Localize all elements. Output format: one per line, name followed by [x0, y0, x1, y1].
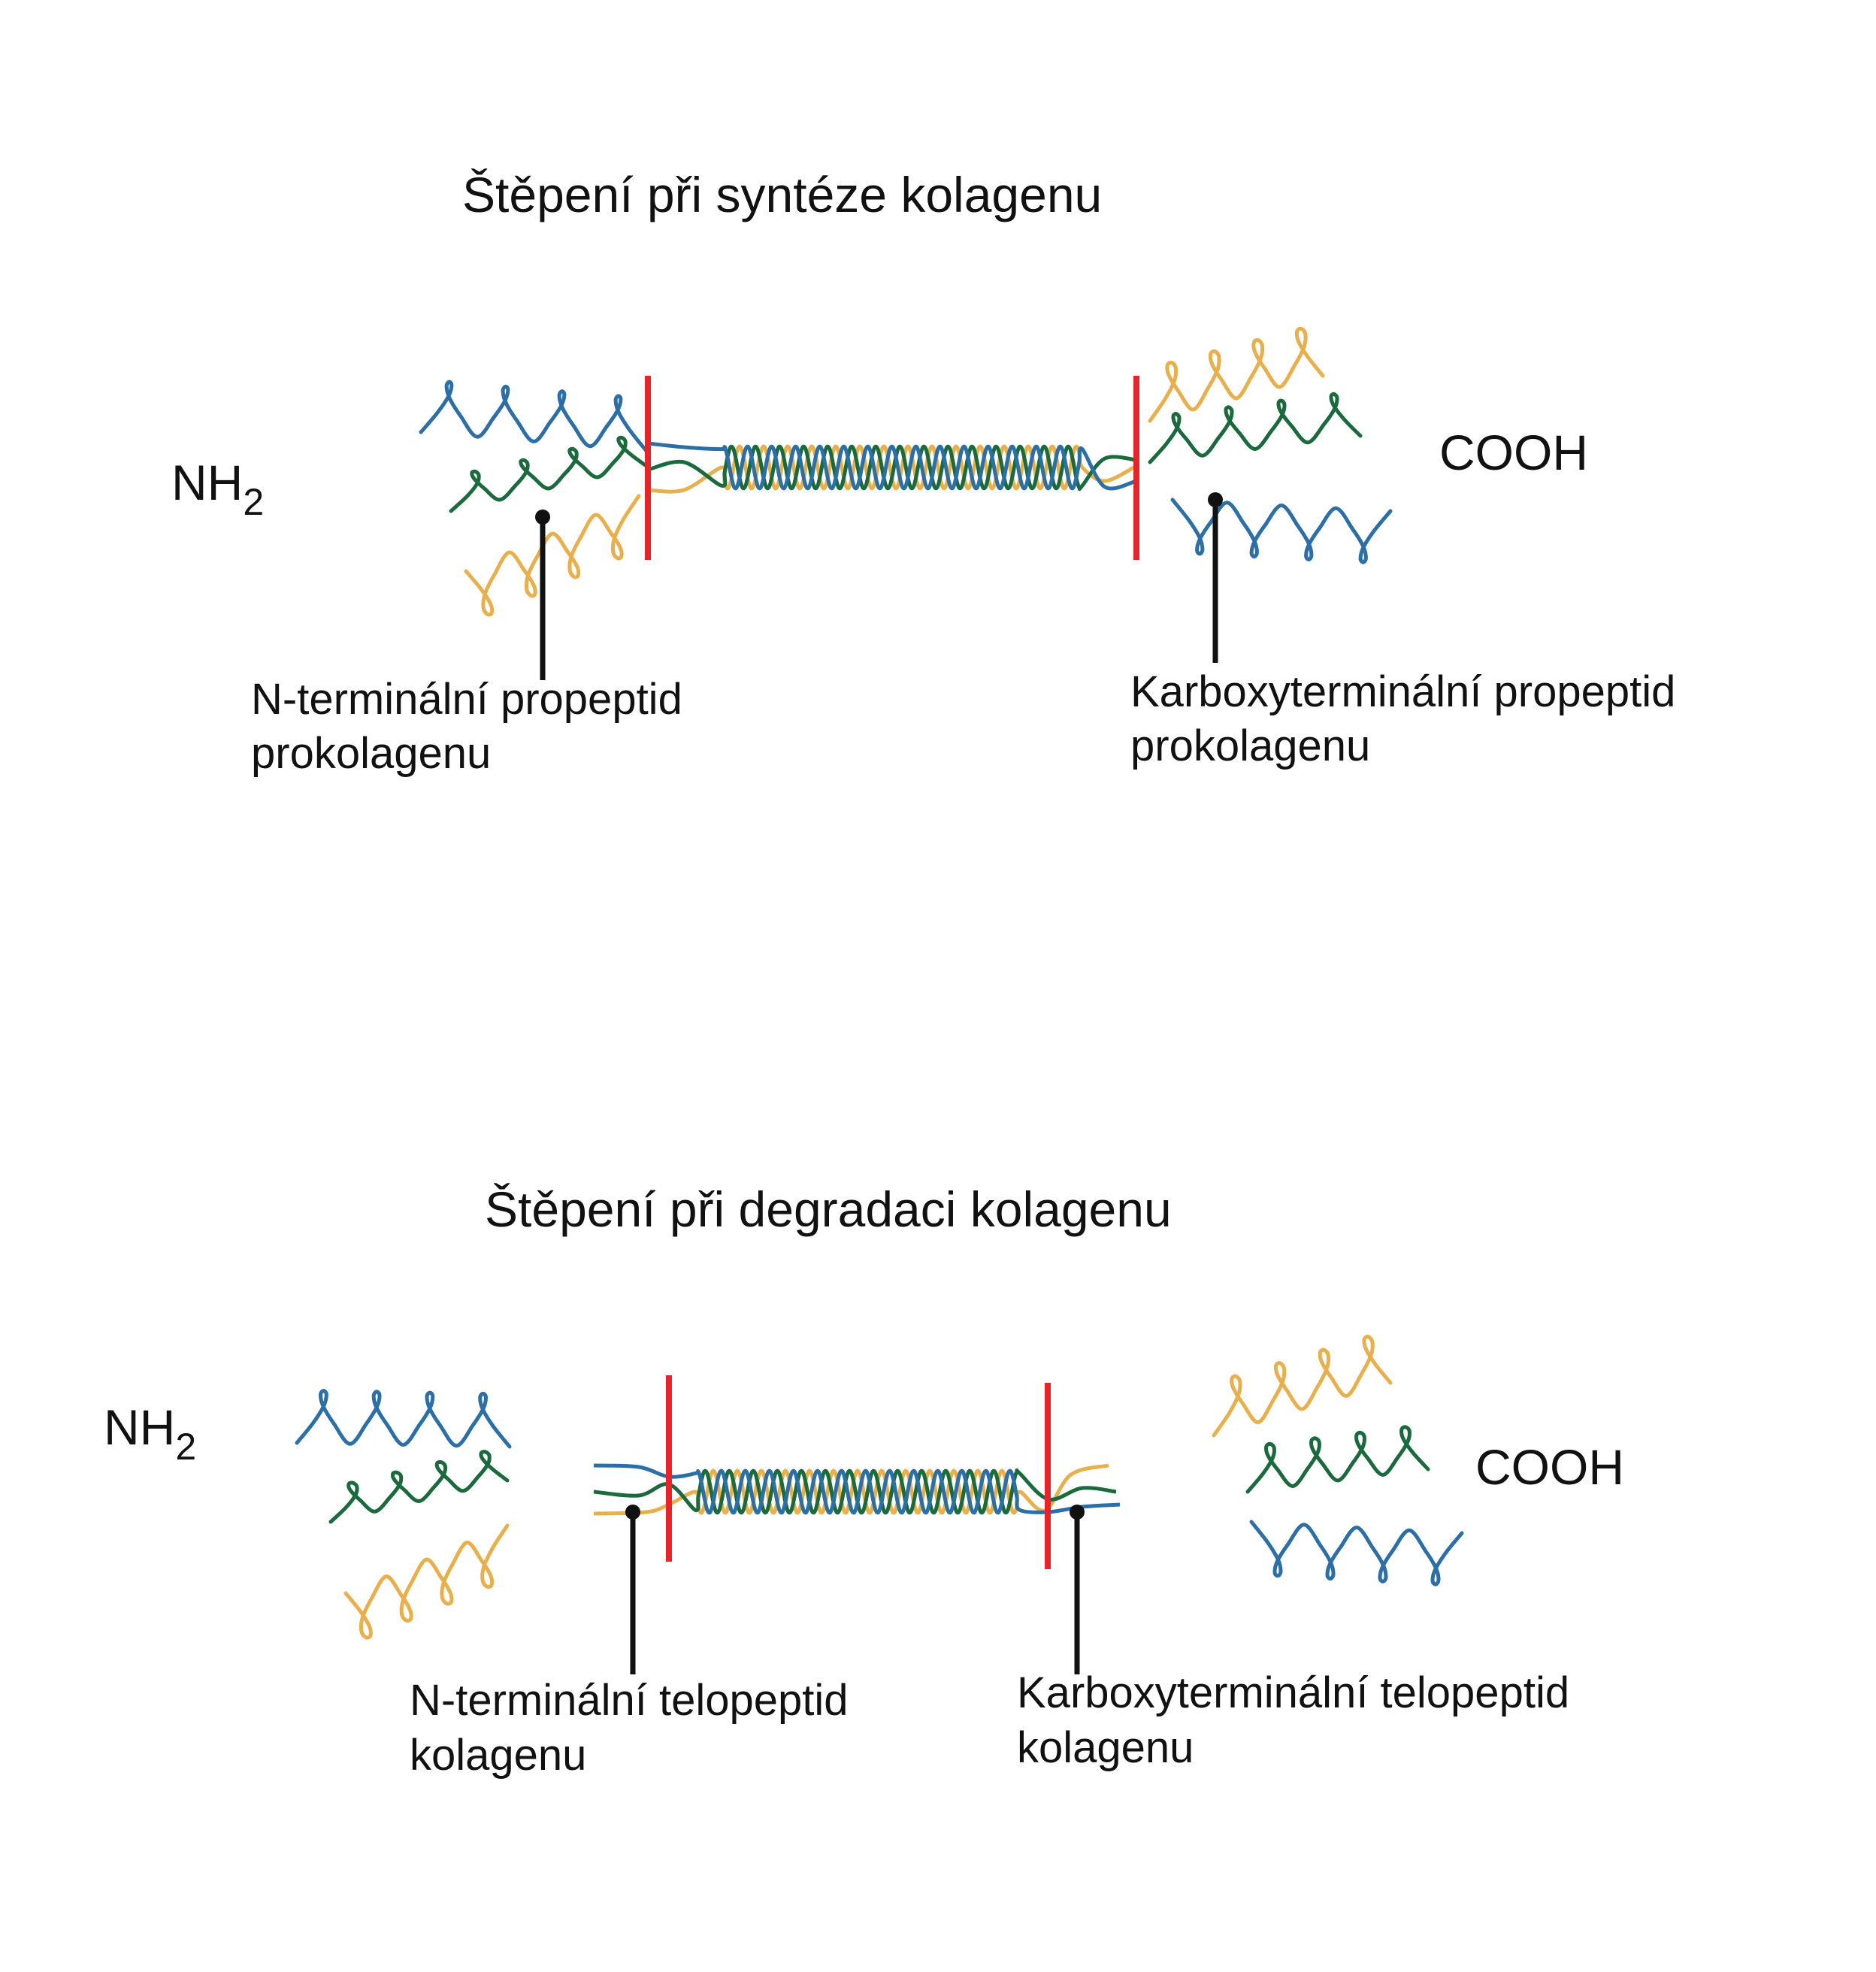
degradation-right-label-line1: Karboxyterminální telopeptid	[1017, 1668, 1569, 1717]
degradation-n-fragment	[295, 1389, 512, 1640]
degradation-right-label-line2: kolagenu	[1017, 1723, 1194, 1772]
degradation-panel: Štěpení při degradaci kolagenu NH2 COOH	[104, 1181, 1624, 1780]
blue-coil-strand	[419, 380, 649, 453]
degradation-triple-helix	[593, 1463, 1121, 1516]
orange-coil-strand	[464, 494, 641, 617]
helix-strand-orange	[593, 1463, 1109, 1516]
degradation-left-pointer	[625, 1505, 640, 1674]
degradation-c-fragment	[1212, 1335, 1464, 1586]
degradation-left-label-line1: N-terminální telopeptid	[410, 1676, 849, 1725]
degradation-cooh-label: COOH	[1475, 1439, 1624, 1495]
synthesis-cooh-label: COOH	[1439, 425, 1588, 480]
synthesis-left-pointer	[535, 510, 550, 680]
synthesis-c-propeptide	[1148, 326, 1393, 564]
orange-coil-strand	[1212, 1335, 1393, 1438]
synthesis-nh2-label: NH2	[171, 455, 264, 523]
orange-coil-strand	[343, 1523, 510, 1640]
synthesis-triple-helix	[647, 441, 1138, 494]
green-coil-strand	[1245, 1425, 1430, 1494]
green-coil-strand	[328, 1450, 510, 1524]
synthesis-title: Štěpení při syntéze kolagenu	[462, 167, 1102, 222]
degradation-right-pointer	[1070, 1505, 1085, 1674]
synthesis-right-label-line1: Karboxyterminální propeptid	[1130, 667, 1675, 716]
blue-coil-strand	[295, 1389, 512, 1449]
helix-strand-green	[647, 444, 1137, 491]
synthesis-left-label-line2: prokolagenu	[251, 729, 491, 778]
synthesis-right-pointer	[1208, 492, 1223, 663]
synthesis-n-propeptide	[419, 380, 649, 617]
helix-strand-blue	[593, 1463, 1121, 1515]
helix-strand-blue	[647, 441, 1137, 491]
helix-strand-orange	[647, 444, 1138, 494]
green-coil-strand	[1148, 392, 1363, 464]
degradation-nh2-label: NH2	[104, 1399, 196, 1468]
synthesis-right-label-line2: prokolagenu	[1130, 721, 1370, 770]
synthesis-panel: Štěpení při syntéze kolagenu NH2 COOH	[171, 167, 1675, 778]
blue-coil-strand	[1249, 1520, 1464, 1586]
degradation-left-label-line2: kolagenu	[410, 1731, 586, 1780]
blue-coil-strand	[1170, 498, 1393, 564]
orange-coil-strand	[1148, 326, 1325, 423]
degradation-title: Štěpení při degradaci kolagenu	[485, 1181, 1172, 1237]
synthesis-left-label-line1: N-terminální propeptid	[251, 675, 682, 724]
green-coil-strand	[449, 435, 649, 513]
